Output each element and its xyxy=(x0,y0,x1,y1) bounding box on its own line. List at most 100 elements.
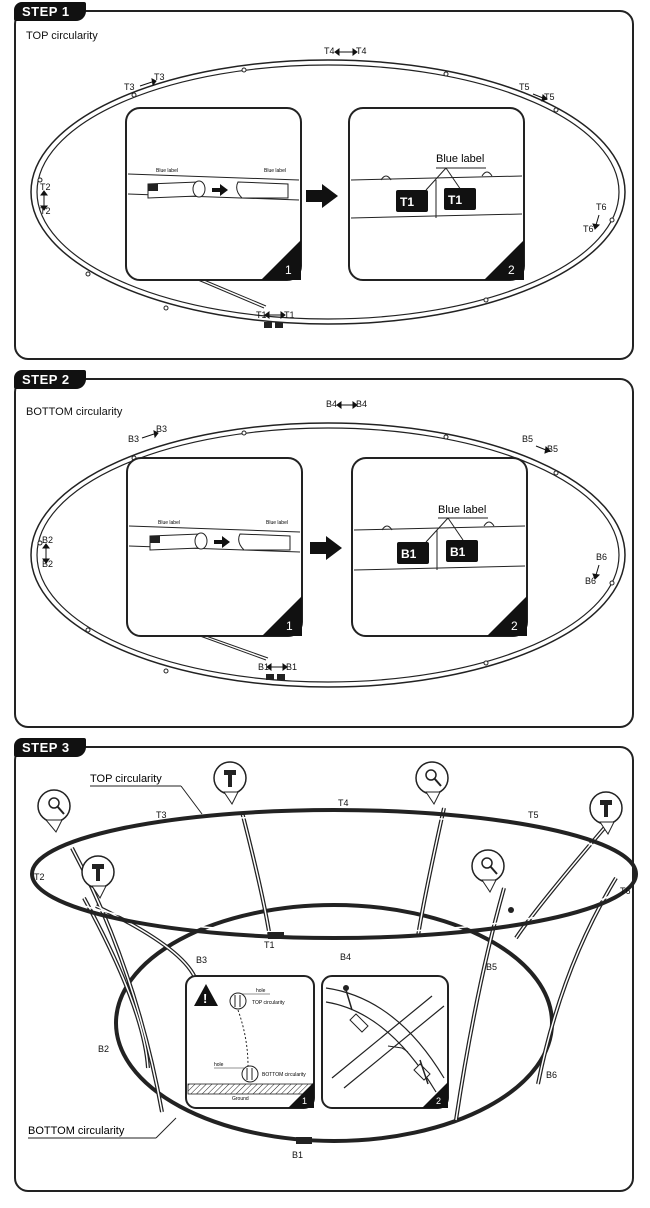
label-t3-right: T3 xyxy=(154,72,165,82)
svg-text:!: ! xyxy=(203,991,207,1006)
top-ring-inner xyxy=(36,64,620,320)
step-2-next-arrow xyxy=(310,536,342,560)
label-b4-right: B4 xyxy=(356,399,367,409)
step-3-inset-1: ! hole TOP circularity hole BOTTOM circu… xyxy=(185,975,315,1109)
label-t6: T6 xyxy=(620,886,631,896)
step-1-diagram: T4 T4 T3 T3 T5 T5 T2 T2 T6 T6 T1 T1 xyxy=(30,46,626,328)
panel2-number: 2 xyxy=(511,619,518,633)
screw-callout-6 xyxy=(471,849,505,893)
panel1-blue-label-a: Blue label xyxy=(158,520,180,526)
screw-callout-5 xyxy=(81,855,115,899)
panel1-blue-label-a: Blue label xyxy=(156,168,178,174)
bottom-circularity-label: BOTTOM circularity xyxy=(28,1125,125,1137)
step-2-tab: STEP 2 xyxy=(14,370,86,389)
inset1-hole-top: hole xyxy=(256,988,266,994)
label-b1-right: B1 xyxy=(286,662,297,672)
panel1-number: 1 xyxy=(286,619,293,633)
panel2-tag-left-text: B1 xyxy=(401,547,417,561)
label-b2-bottom: B2 xyxy=(42,559,53,569)
bottom-ring-inner xyxy=(36,427,620,683)
label-b5: B5 xyxy=(486,962,497,972)
step-2-detail-panel-1: Blue label Blue label 1 xyxy=(126,457,303,637)
label-t4-right: T4 xyxy=(356,46,367,56)
panel2-tag-left-text: T1 xyxy=(400,195,414,209)
label-b3-left: B3 xyxy=(128,434,139,444)
panel2-blue-label-title: Blue label xyxy=(436,153,484,165)
bottom-ring-outer xyxy=(30,422,626,688)
inset1-number: 1 xyxy=(302,1096,307,1106)
label-t1-left: T1 xyxy=(256,310,267,320)
label-b3: B3 xyxy=(196,955,207,965)
bolt-icon xyxy=(600,800,612,805)
t1-tag-right xyxy=(275,322,283,328)
t1-tag-left xyxy=(264,322,272,328)
ring-screw-icon xyxy=(425,769,437,781)
joint-arrows xyxy=(40,48,601,319)
step-2-detail-panel-2: Blue label B1 B1 2 xyxy=(351,457,528,637)
screw-callout-2 xyxy=(213,761,247,805)
panel2-blue-label-title: Blue label xyxy=(438,504,486,516)
label-t5: T5 xyxy=(528,810,539,820)
step-3-inset-2: 2 xyxy=(321,975,449,1109)
label-t2: T2 xyxy=(34,872,45,882)
top-ring-outer xyxy=(30,59,626,325)
inset1-ground: Ground xyxy=(232,1096,249,1102)
label-b5-left: B5 xyxy=(522,434,533,444)
label-b3-right: B3 xyxy=(156,424,167,434)
panel2-tag-left xyxy=(396,190,428,212)
inset2-number: 2 xyxy=(436,1096,441,1106)
step-1-next-arrow xyxy=(306,184,338,208)
step-1-subtitle: TOP circularity xyxy=(26,30,98,42)
label-t5-right: T5 xyxy=(544,92,555,102)
label-b1: B1 xyxy=(292,1150,303,1160)
label-t1: T1 xyxy=(264,940,275,950)
panel2-tag-right xyxy=(444,188,476,210)
top-circularity-label: TOP circularity xyxy=(90,773,162,785)
screw-callout-4 xyxy=(589,791,623,835)
panel1-blue-label-b: Blue label xyxy=(264,168,286,174)
label-t4: T4 xyxy=(338,798,349,808)
panel2-tag-right-text: B1 xyxy=(450,545,466,559)
label-b4-left: B4 xyxy=(326,399,337,409)
bolt-icon xyxy=(92,864,104,869)
label-b1-left: B1 xyxy=(258,662,269,672)
label-b2: B2 xyxy=(98,1044,109,1054)
label-t3-left: T3 xyxy=(124,82,135,92)
screw-callout-1 xyxy=(37,789,71,833)
label-t2-top: T2 xyxy=(40,182,51,192)
panel2-tag-right xyxy=(446,540,478,562)
panel2-tag-left xyxy=(397,542,429,564)
screw-callout-3 xyxy=(415,761,449,805)
bolt-icon xyxy=(224,770,236,775)
step-3-tab: STEP 3 xyxy=(14,738,86,757)
b1-tag-left xyxy=(266,674,274,680)
label-t2-bottom: T2 xyxy=(40,206,51,216)
panel1-blue-label-b: Blue label xyxy=(266,520,288,526)
ring-screw-icon xyxy=(481,857,493,869)
label-b6-bottom: B6 xyxy=(585,576,596,586)
warning-triangle-icon xyxy=(194,984,218,1006)
label-b2-top: B2 xyxy=(42,535,53,545)
label-b6-top: B6 xyxy=(596,552,607,562)
step-2-diagram: B4 B4 B3 B3 B5 B5 B2 B2 B6 B6 B1 B1 xyxy=(30,399,626,688)
step-1-tab: STEP 1 xyxy=(14,2,86,21)
b1-tag-right xyxy=(277,674,285,680)
ring-holes xyxy=(37,430,615,674)
ring-holes xyxy=(37,67,615,311)
step-1-panel: STEP 1 TOP circularity T4 T4 T3 T3 T5 T5… xyxy=(14,2,634,360)
step-3-panel: STEP 3 xyxy=(14,738,638,1192)
label-t1-right: T1 xyxy=(284,310,295,320)
label-t4-left: T4 xyxy=(324,46,335,56)
inset1-hole-bottom: hole xyxy=(214,1062,224,1068)
inset1-bottom-circularity: BOTTOM circularity xyxy=(262,1072,306,1078)
label-t5-left: T5 xyxy=(519,82,530,92)
step-1-detail-panel-1: Blue label Blue label 1 xyxy=(125,107,302,281)
b1-connector xyxy=(296,1137,312,1144)
t1-connector xyxy=(268,932,284,939)
panel2-tag-right-text: T1 xyxy=(448,193,462,207)
step-1-detail-panel-2: Blue label T1 T1 2 xyxy=(348,107,525,281)
step-2-panel: STEP 2 BOTTOM circularity B4 B4 B3 B3 B5… xyxy=(14,370,634,728)
label-b4: B4 xyxy=(340,952,351,962)
joint-arrows xyxy=(42,401,601,671)
label-t6-bottom: T6 xyxy=(583,224,594,234)
